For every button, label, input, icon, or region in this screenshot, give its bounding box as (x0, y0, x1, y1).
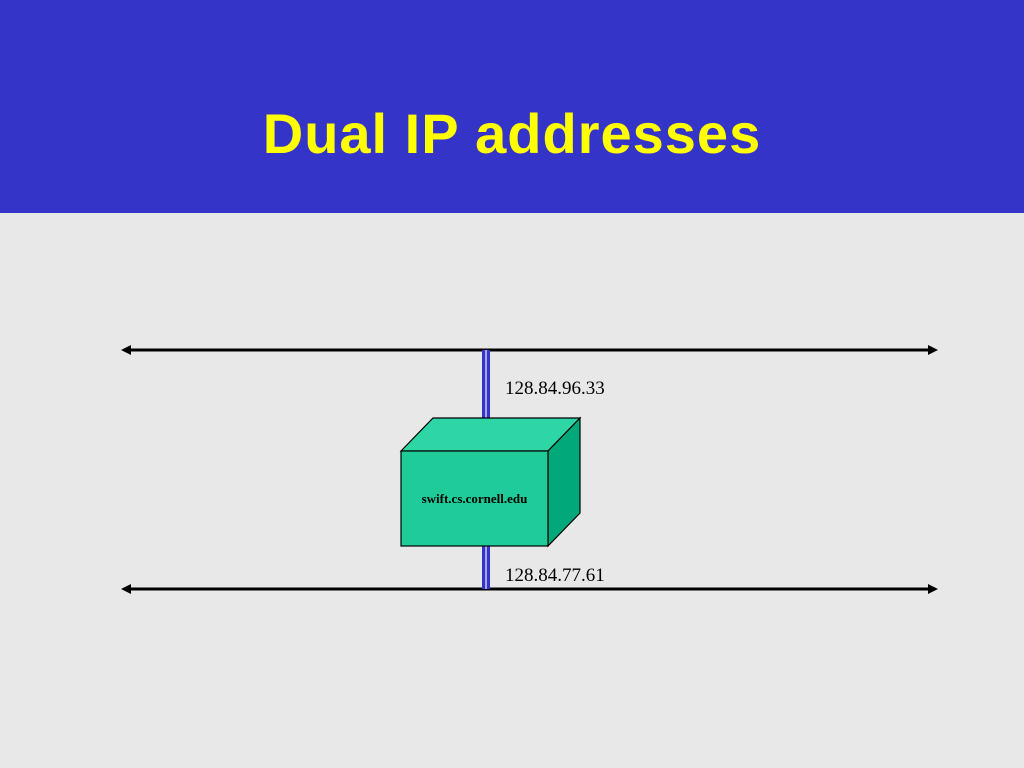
link-lower (482, 545, 490, 589)
address-label-upper: 128.84.96.33 (505, 378, 605, 399)
host-box: swift.cs.cornell.edu (399, 416, 582, 548)
title-bar: Dual IP addresses (0, 0, 1024, 213)
address-label-lower: 128.84.77.61 (505, 565, 605, 586)
host-label: swift.cs.cornell.edu (422, 491, 528, 506)
host-box-front (400, 450, 549, 547)
slide-title: Dual IP addresses (262, 102, 762, 165)
